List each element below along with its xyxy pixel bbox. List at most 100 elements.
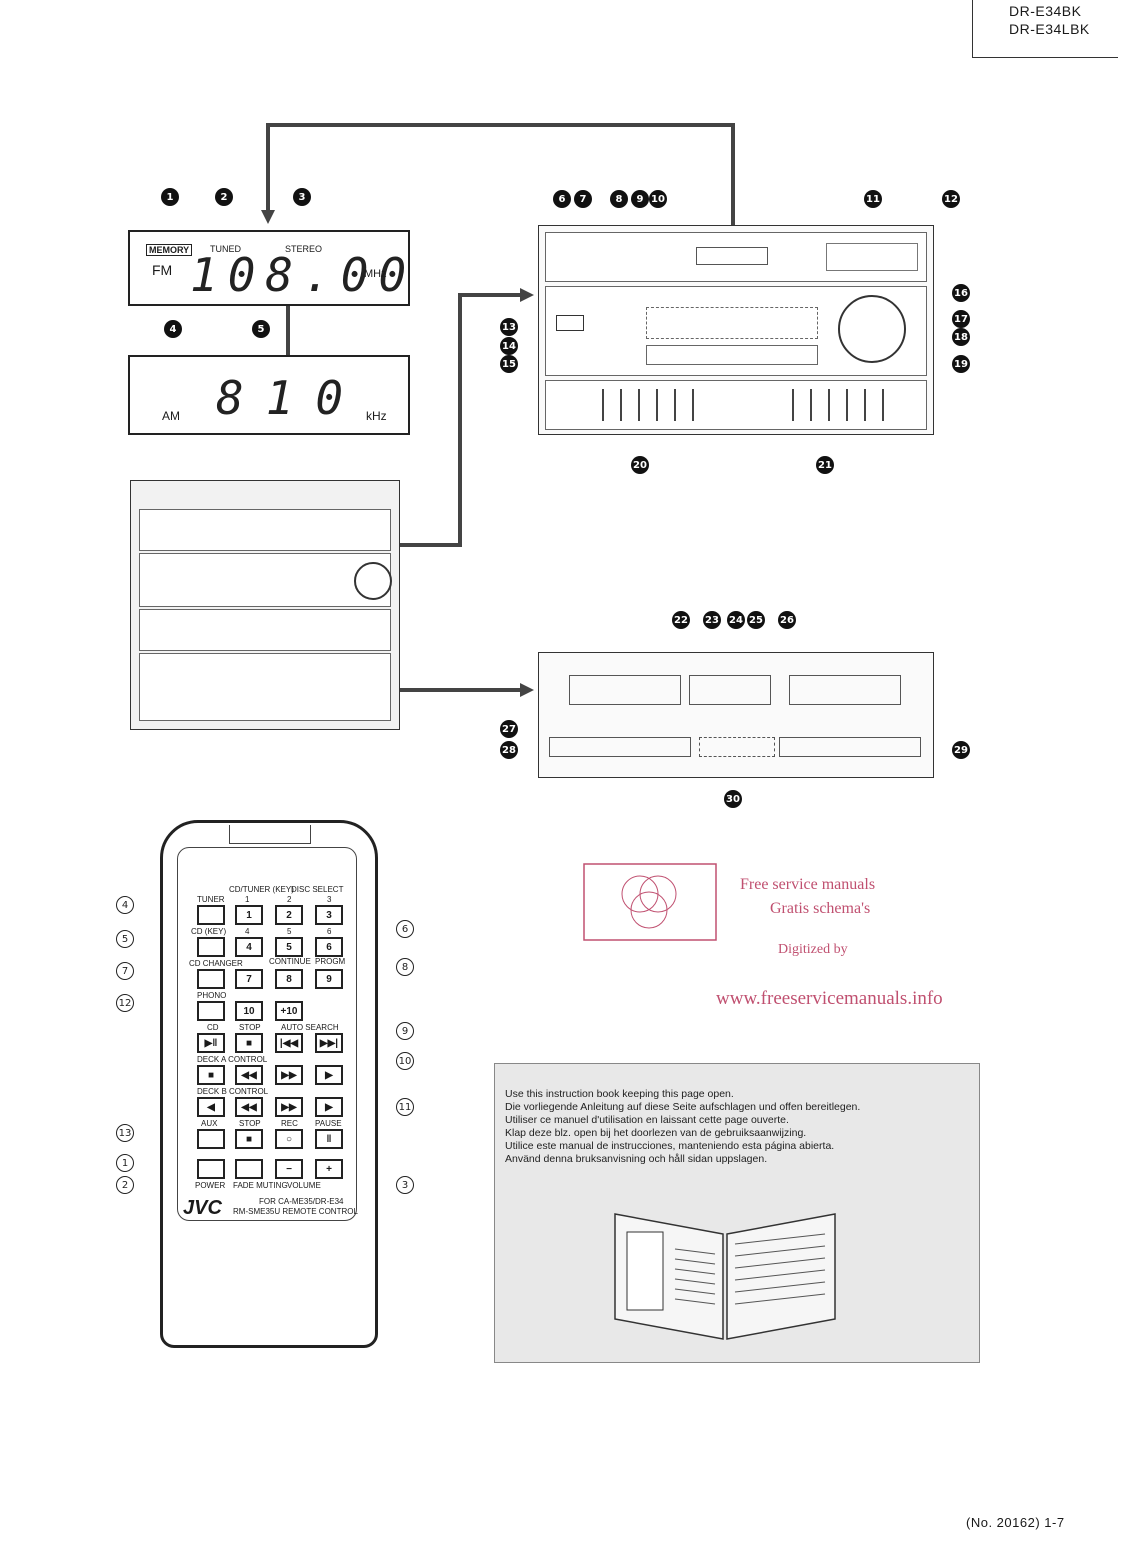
remote-key-5[interactable]: 5 [275,937,303,957]
callout-16: 16 [952,284,970,302]
remote-deck-a-stop-button[interactable]: ■ [197,1065,225,1085]
remote-num-label-5: 5 [287,927,292,936]
callout-24: 24 [727,611,745,629]
remote-phono-button[interactable] [197,1001,225,1021]
remote-callout-3: 3 [396,1176,414,1194]
callout-9: 9 [631,190,649,208]
preset-buttons-drawing [646,345,818,365]
remote-key-6[interactable]: 6 [315,937,343,957]
callout-14: 14 [500,337,518,355]
callout-4: 4 [164,320,182,338]
callout-20: 20 [631,456,649,474]
callout-10: 10 [649,190,667,208]
am-frequency: 810 [216,371,366,425]
am-display: AM 810 kHz [128,355,410,435]
remote-brand-logo: JVC [183,1197,222,1219]
cd-display-window [696,247,768,265]
remote-label-deck-a: DECK A CONTROL [197,1055,268,1064]
watermark-line-3: Digitized by [778,942,848,957]
remote-key-3[interactable]: 3 [315,905,343,925]
callout-21: 21 [816,456,834,474]
remote-fade-muting-button[interactable] [235,1159,263,1179]
remote-key-7[interactable]: 7 [235,969,263,989]
notice-text: Use this instruction book keeping this p… [505,1088,860,1166]
remote-label-continue: CONTINUE [269,957,311,966]
fm-unit: MHz [364,268,387,280]
cd-key-area [826,243,918,271]
remote-aux-button[interactable] [197,1129,225,1149]
callout-6: 6 [553,190,571,208]
remote-label-pause: PAUSE [315,1119,342,1128]
remote-label-cd-changer: CD CHANGER [189,959,243,968]
right-eq-sliders [776,389,886,421]
remote-deck-a-ff-button[interactable]: ▶▶ [275,1065,303,1085]
remote-key-10[interactable]: 10 [235,1001,263,1021]
equalizer-panel [545,380,927,430]
remote-key-plus10[interactable]: +10 [275,1001,303,1021]
remote-power-button[interactable] [197,1159,225,1179]
model-number-box: DR-E34BK DR-E34LBK [972,0,1118,58]
callout-25: 25 [747,611,765,629]
watermark-logo [583,863,717,941]
remote-label-tuner: TUNER [197,895,225,904]
remote-deck-stop-button[interactable]: ■ [235,1129,263,1149]
remote-deck-b-rewind-button[interactable]: ◀◀ [235,1097,263,1117]
remote-search-forward-button[interactable]: ▶▶| [315,1033,343,1053]
remote-label-program: PROGM [315,957,346,966]
deck-b-window [789,675,901,705]
system-knob [354,562,392,600]
watermark-url: www.freeservicemanuals.info [716,988,943,1009]
tuned-indicator: TUNED [210,244,241,254]
remote-deck-a-play-button[interactable]: ▶ [315,1065,343,1085]
remote-key-4[interactable]: 4 [235,937,263,957]
page-reference: (No. 20162) 1-7 [966,1515,1065,1530]
remote-cd-play-button[interactable]: ▶‖ [197,1033,225,1053]
remote-callout-2: 2 [116,1176,134,1194]
remote-key-1[interactable]: 1 [235,905,263,925]
remote-model-line-1: FOR CA-ME35/DR-E34 [259,1197,344,1206]
remote-key-8[interactable]: 8 [275,969,303,989]
remote-key-2[interactable]: 2 [275,905,303,925]
remote-cd-changer-button[interactable] [197,969,225,989]
remote-label-cd-tuner-key: CD/TUNER (KEY) [229,885,294,894]
volume-knob-drawing [838,295,906,363]
system-cd-section [139,509,391,551]
callout-12: 12 [942,190,960,208]
remote-deck-b-reverse-button[interactable]: ◀ [197,1097,225,1117]
remote-deck-b-ff-button[interactable]: ▶▶ [275,1097,303,1117]
remote-cd-stop-button[interactable]: ■ [235,1033,263,1053]
remote-label-deck-stop: STOP [239,1119,261,1128]
remote-pause-button[interactable]: ‖ [315,1129,343,1149]
notice-line-fr: Utiliser ce manuel d'utilisation en lais… [505,1114,789,1126]
remote-callout-8: 8 [396,958,414,976]
remote-volume-up-button[interactable]: + [315,1159,343,1179]
callout-7: 7 [574,190,592,208]
callout-1: 1 [161,188,179,206]
remote-volume-down-button[interactable]: − [275,1159,303,1179]
remote-label-power: POWER [195,1181,226,1190]
remote-callout-1: 1 [116,1154,134,1172]
model-line-2: DR-E34LBK [1009,21,1090,37]
remote-callout-10: 10 [396,1052,414,1070]
remote-key-9[interactable]: 9 [315,969,343,989]
notice-line-en: Use this instruction book keeping this p… [505,1088,734,1100]
remote-label-aux: AUX [201,1119,218,1128]
remote-rec-button[interactable]: ○ [275,1129,303,1149]
callout-11: 11 [864,190,882,208]
remote-num-label-2: 2 [287,895,292,904]
remote-label-volume: VOLUME [287,1181,321,1190]
remote-search-back-button[interactable]: |◀◀ [275,1033,303,1053]
remote-deck-b-play-button[interactable]: ▶ [315,1097,343,1117]
remote-deck-a-rewind-button[interactable]: ◀◀ [235,1065,263,1085]
callout-3: 3 [293,188,311,206]
remote-callout-5: 5 [116,930,134,948]
remote-num-label-4: 4 [245,927,250,936]
remote-tuner-button[interactable] [197,905,225,925]
callout-27: 27 [500,720,518,738]
remote-cd-key-button[interactable] [197,937,225,957]
callout-28: 28 [500,741,518,759]
watermark-line-2: Gratis schema's [770,900,871,917]
remote-ir-window [229,825,311,844]
am-unit: kHz [366,409,387,423]
